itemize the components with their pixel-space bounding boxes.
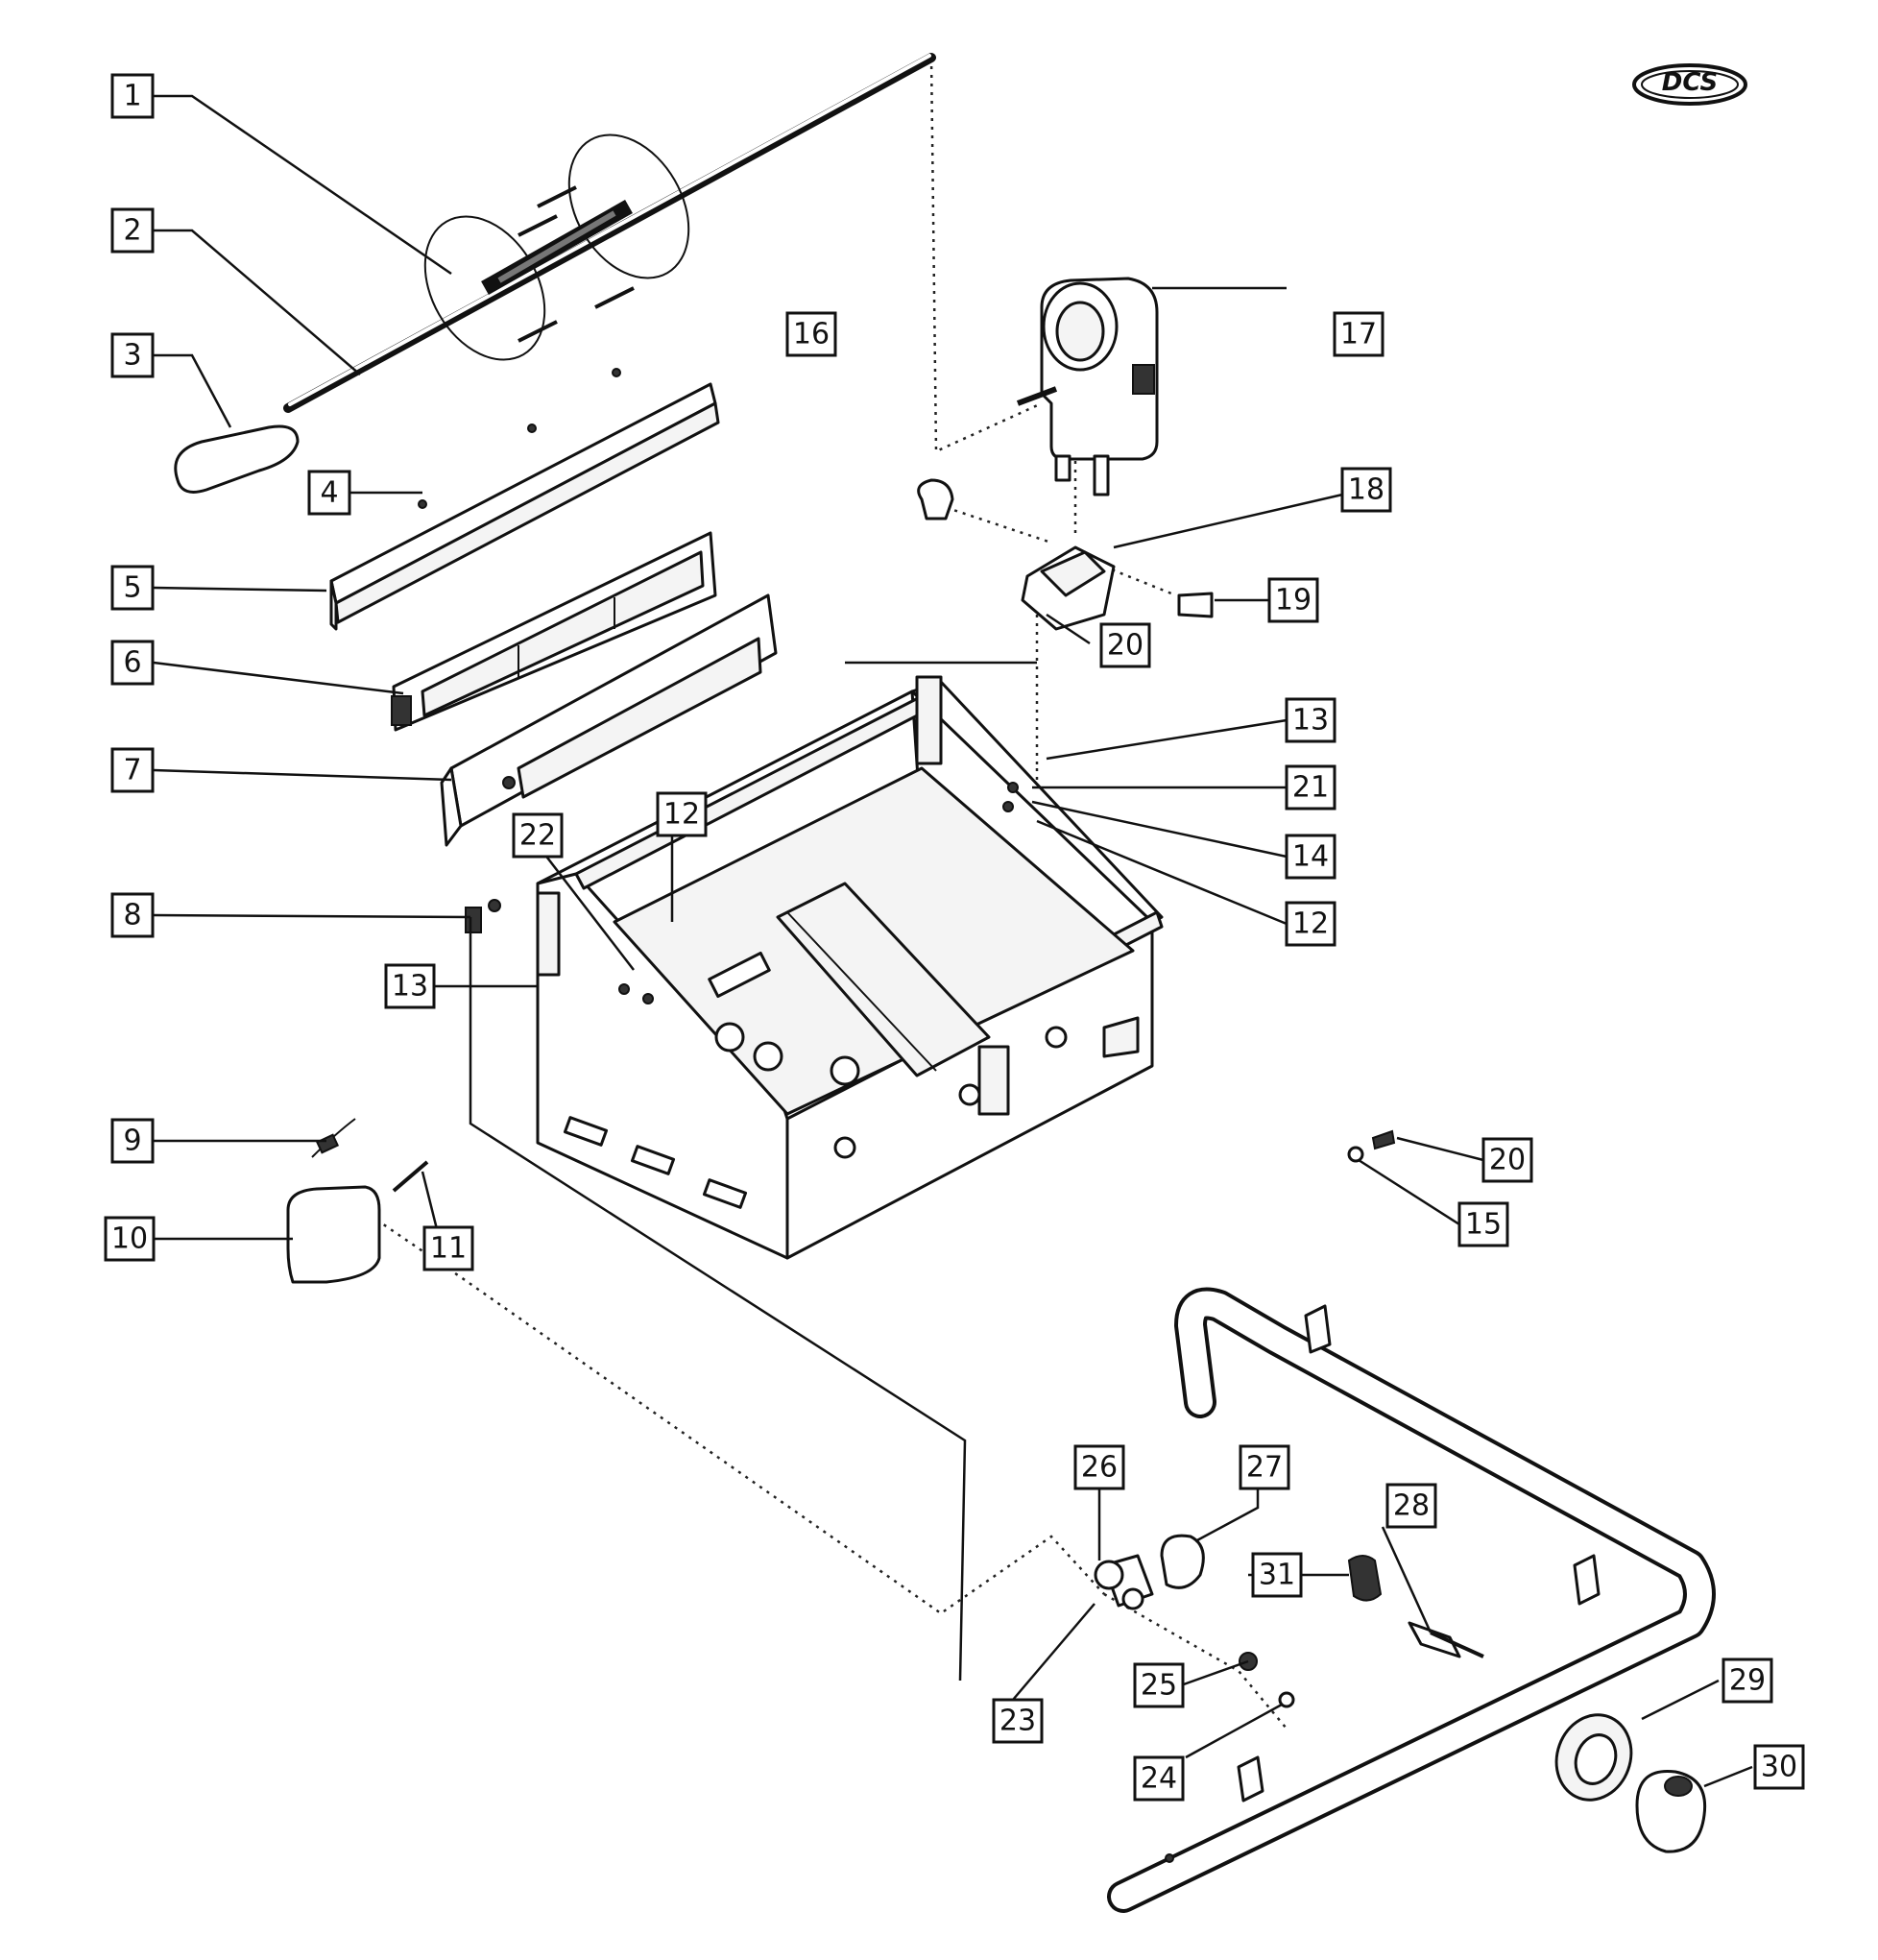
callout-26-label: 26	[1081, 1451, 1118, 1485]
callout-29: 29	[1722, 1658, 1773, 1704]
callout-18: 18	[1340, 467, 1392, 513]
callout-14: 14	[1285, 834, 1336, 880]
callout-9: 9	[110, 1118, 155, 1164]
callout-10: 10	[104, 1216, 156, 1262]
burner-housing	[440, 593, 778, 847]
burner-bracket	[329, 382, 720, 631]
callout-20-lower-label: 20	[1489, 1144, 1526, 1177]
callout-15: 15	[1457, 1201, 1509, 1247]
callout-20-upper: 20	[1099, 622, 1151, 668]
callout-13-right-label: 13	[1292, 704, 1329, 738]
callout-16-label: 16	[793, 318, 830, 351]
callout-3: 3	[110, 332, 155, 378]
callout-23: 23	[992, 1698, 1044, 1744]
callout-20-lower: 20	[1481, 1137, 1533, 1183]
callout-17-label: 17	[1340, 318, 1377, 351]
logo-text: DCS	[1662, 68, 1718, 97]
callout-22: 22	[512, 812, 564, 859]
infrared-burner	[391, 531, 717, 732]
callout-12-right: 12	[1285, 901, 1336, 947]
left-control-parts	[286, 1118, 429, 1284]
motor-bracket	[1021, 545, 1116, 631]
callout-5: 5	[110, 565, 155, 611]
callout-3-label: 3	[123, 339, 141, 373]
callout-4-label: 4	[320, 476, 338, 510]
callout-7-label: 7	[123, 754, 141, 787]
brand-logo: DCS	[1632, 63, 1747, 106]
callout-29-label: 29	[1729, 1664, 1766, 1698]
callout-19: 19	[1267, 577, 1319, 623]
callout-13-left: 13	[384, 963, 436, 1009]
callout-25: 25	[1133, 1662, 1185, 1708]
loose-screws	[1347, 1129, 1396, 1163]
firebox-housing	[536, 675, 1164, 1260]
callout-2: 2	[110, 207, 155, 254]
spit-handle	[174, 424, 300, 494]
callout-22-label: 22	[519, 819, 556, 853]
rotisserie-motor	[1016, 277, 1159, 496]
callout-23-label: 23	[999, 1705, 1036, 1738]
callout-4: 4	[307, 470, 351, 516]
callout-2-label: 2	[123, 214, 141, 248]
callout-28-label: 28	[1393, 1489, 1430, 1523]
callout-14-label: 14	[1292, 840, 1329, 874]
callout-21-label: 21	[1292, 771, 1329, 805]
leader-lines	[153, 94, 1753, 1788]
callout-12-upper: 12	[656, 791, 708, 837]
callout-15-label: 15	[1465, 1208, 1502, 1242]
callout-30: 30	[1753, 1744, 1805, 1790]
gas-valve-parts	[1094, 1534, 1484, 1708]
callout-9-label: 9	[123, 1125, 141, 1158]
callout-12-upper-label: 12	[663, 798, 700, 832]
callout-1: 1	[110, 73, 155, 119]
callout-10-label: 10	[111, 1222, 148, 1256]
callout-30-label: 30	[1761, 1751, 1797, 1784]
assembly-dotted-lines	[354, 57, 1288, 1730]
callout-6-label: 6	[123, 646, 141, 680]
callout-27: 27	[1239, 1444, 1290, 1490]
callout-31: 31	[1251, 1552, 1303, 1598]
rotisserie-spit-assembly	[283, 53, 936, 413]
callout-5-label: 5	[123, 571, 141, 605]
screws	[418, 368, 621, 509]
callout-28: 28	[1385, 1483, 1437, 1529]
bracket-knob	[917, 478, 1214, 618]
callout-11: 11	[422, 1225, 474, 1271]
callout-13-right: 13	[1285, 697, 1336, 743]
callout-8: 8	[110, 892, 155, 938]
callout-11-label: 11	[430, 1232, 467, 1266]
callout-16: 16	[785, 311, 837, 357]
callout-27-label: 27	[1246, 1451, 1283, 1485]
callout-26: 26	[1073, 1444, 1125, 1490]
callout-24: 24	[1133, 1755, 1185, 1802]
callout-6: 6	[110, 640, 155, 686]
callout-18-label: 18	[1348, 473, 1384, 507]
gas-manifold	[1107, 1287, 1716, 1913]
callout-20-upper-label: 20	[1107, 629, 1144, 663]
callout-8-label: 8	[123, 899, 141, 932]
callout-13-left-label: 13	[392, 970, 428, 1004]
callout-17: 17	[1333, 311, 1384, 357]
control-knob-assembly	[1554, 1713, 1707, 1853]
callout-7: 7	[110, 747, 155, 793]
callout-24-label: 24	[1141, 1762, 1177, 1796]
callout-19-label: 19	[1275, 584, 1312, 617]
callout-31-label: 31	[1259, 1559, 1295, 1592]
callout-1-label: 1	[123, 80, 141, 113]
callout-21: 21	[1285, 764, 1336, 811]
callout-25-label: 25	[1141, 1669, 1177, 1703]
callout-12-right-label: 12	[1292, 907, 1329, 941]
